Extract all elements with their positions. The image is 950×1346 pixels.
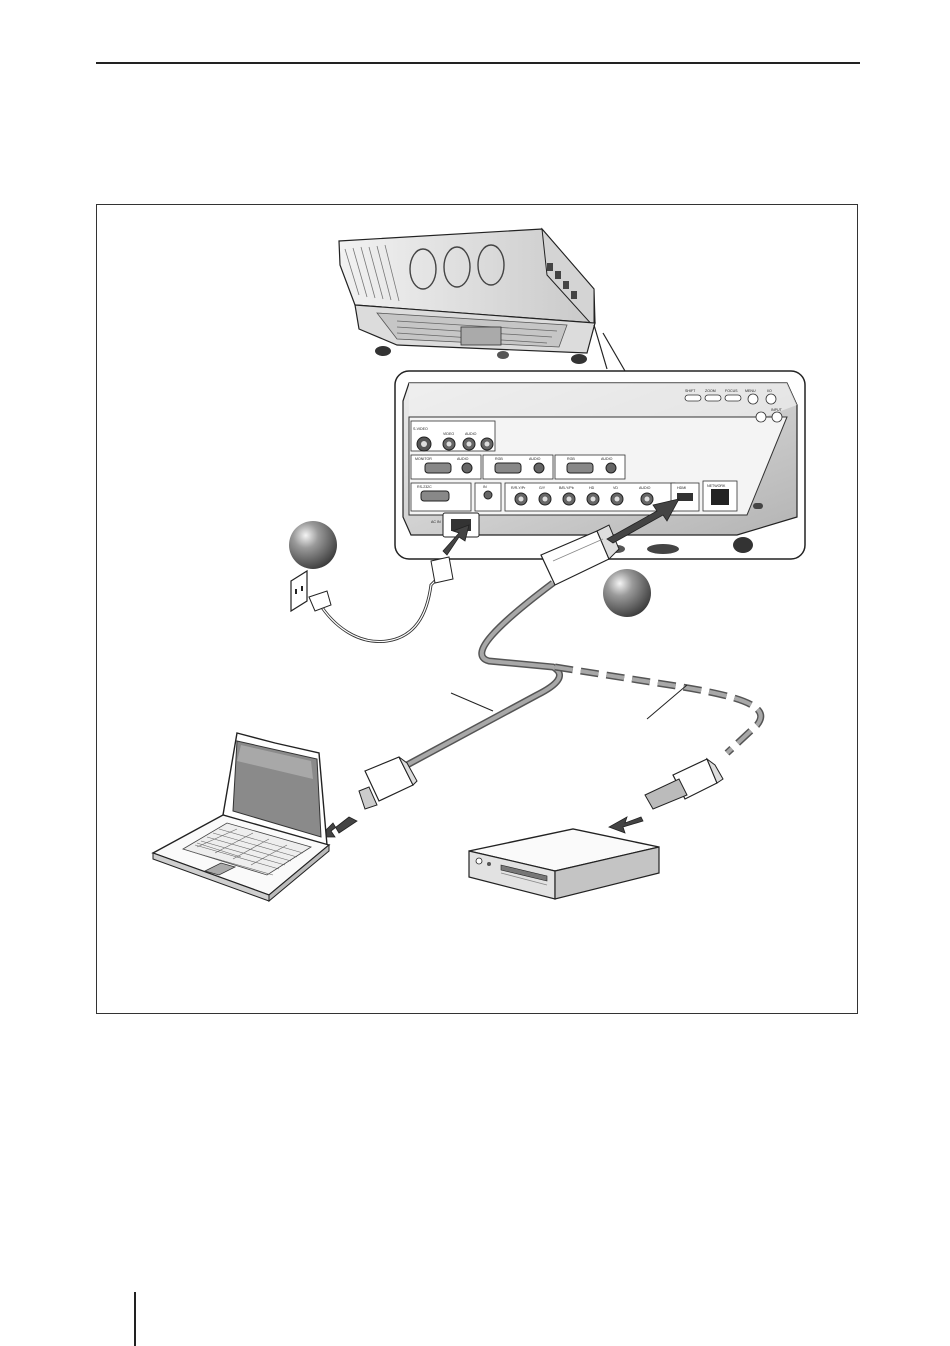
label-menu: MENU — [745, 389, 756, 393]
label-hdmi: HDMI — [677, 486, 686, 490]
label-ac-in: AC IN — [431, 520, 441, 524]
bd-player-illustration — [469, 829, 659, 899]
label-input: INPUT — [771, 408, 783, 412]
step-ball-2 — [603, 569, 651, 617]
label-audio-5: AUDIO — [639, 486, 651, 490]
label-r: R/R-Y/Pr — [511, 486, 526, 490]
label-rgb-2: RGB — [567, 457, 575, 461]
hdmi-plug-laptop — [319, 757, 417, 837]
label-rs232c: RS-232C — [417, 485, 432, 489]
label-rgb-1: RGB — [495, 457, 503, 461]
hdmi-plug-bd — [609, 759, 723, 833]
laptop-illustration — [153, 733, 329, 901]
header-rule — [96, 62, 860, 64]
label-audio-3: AUDIO — [529, 457, 541, 461]
label-s-video: S-VIDEO — [413, 427, 428, 431]
label-monitor: MONITOR — [415, 457, 432, 461]
label-zoom: ZOOM — [705, 389, 716, 393]
label-video: VIDEO — [443, 432, 454, 436]
label-focus: FOCUS — [725, 389, 738, 393]
label-b: B/B-Y/Pb — [559, 486, 574, 490]
label-network: NETWORK — [707, 484, 726, 488]
projector-overview — [339, 229, 625, 371]
label-hd: HD — [589, 486, 595, 490]
label-audio-1: AUDIO — [465, 432, 477, 436]
label-vd: VD — [613, 486, 618, 490]
label-audio-4: AUDIO — [601, 457, 613, 461]
label-in: IN — [483, 485, 487, 489]
connection-figure: S-VIDEO VIDEO AUDIO MONITOR AUDIO RGB AU… — [96, 204, 858, 1014]
label-power: I/O — [767, 389, 772, 393]
label-g: G/Y — [539, 486, 546, 490]
label-shift: SHIFT — [685, 389, 696, 393]
label-audio-2: AUDIO — [457, 457, 469, 461]
step-ball-1 — [289, 521, 337, 569]
wall-outlet — [291, 571, 307, 611]
footer-rule — [134, 1292, 136, 1346]
